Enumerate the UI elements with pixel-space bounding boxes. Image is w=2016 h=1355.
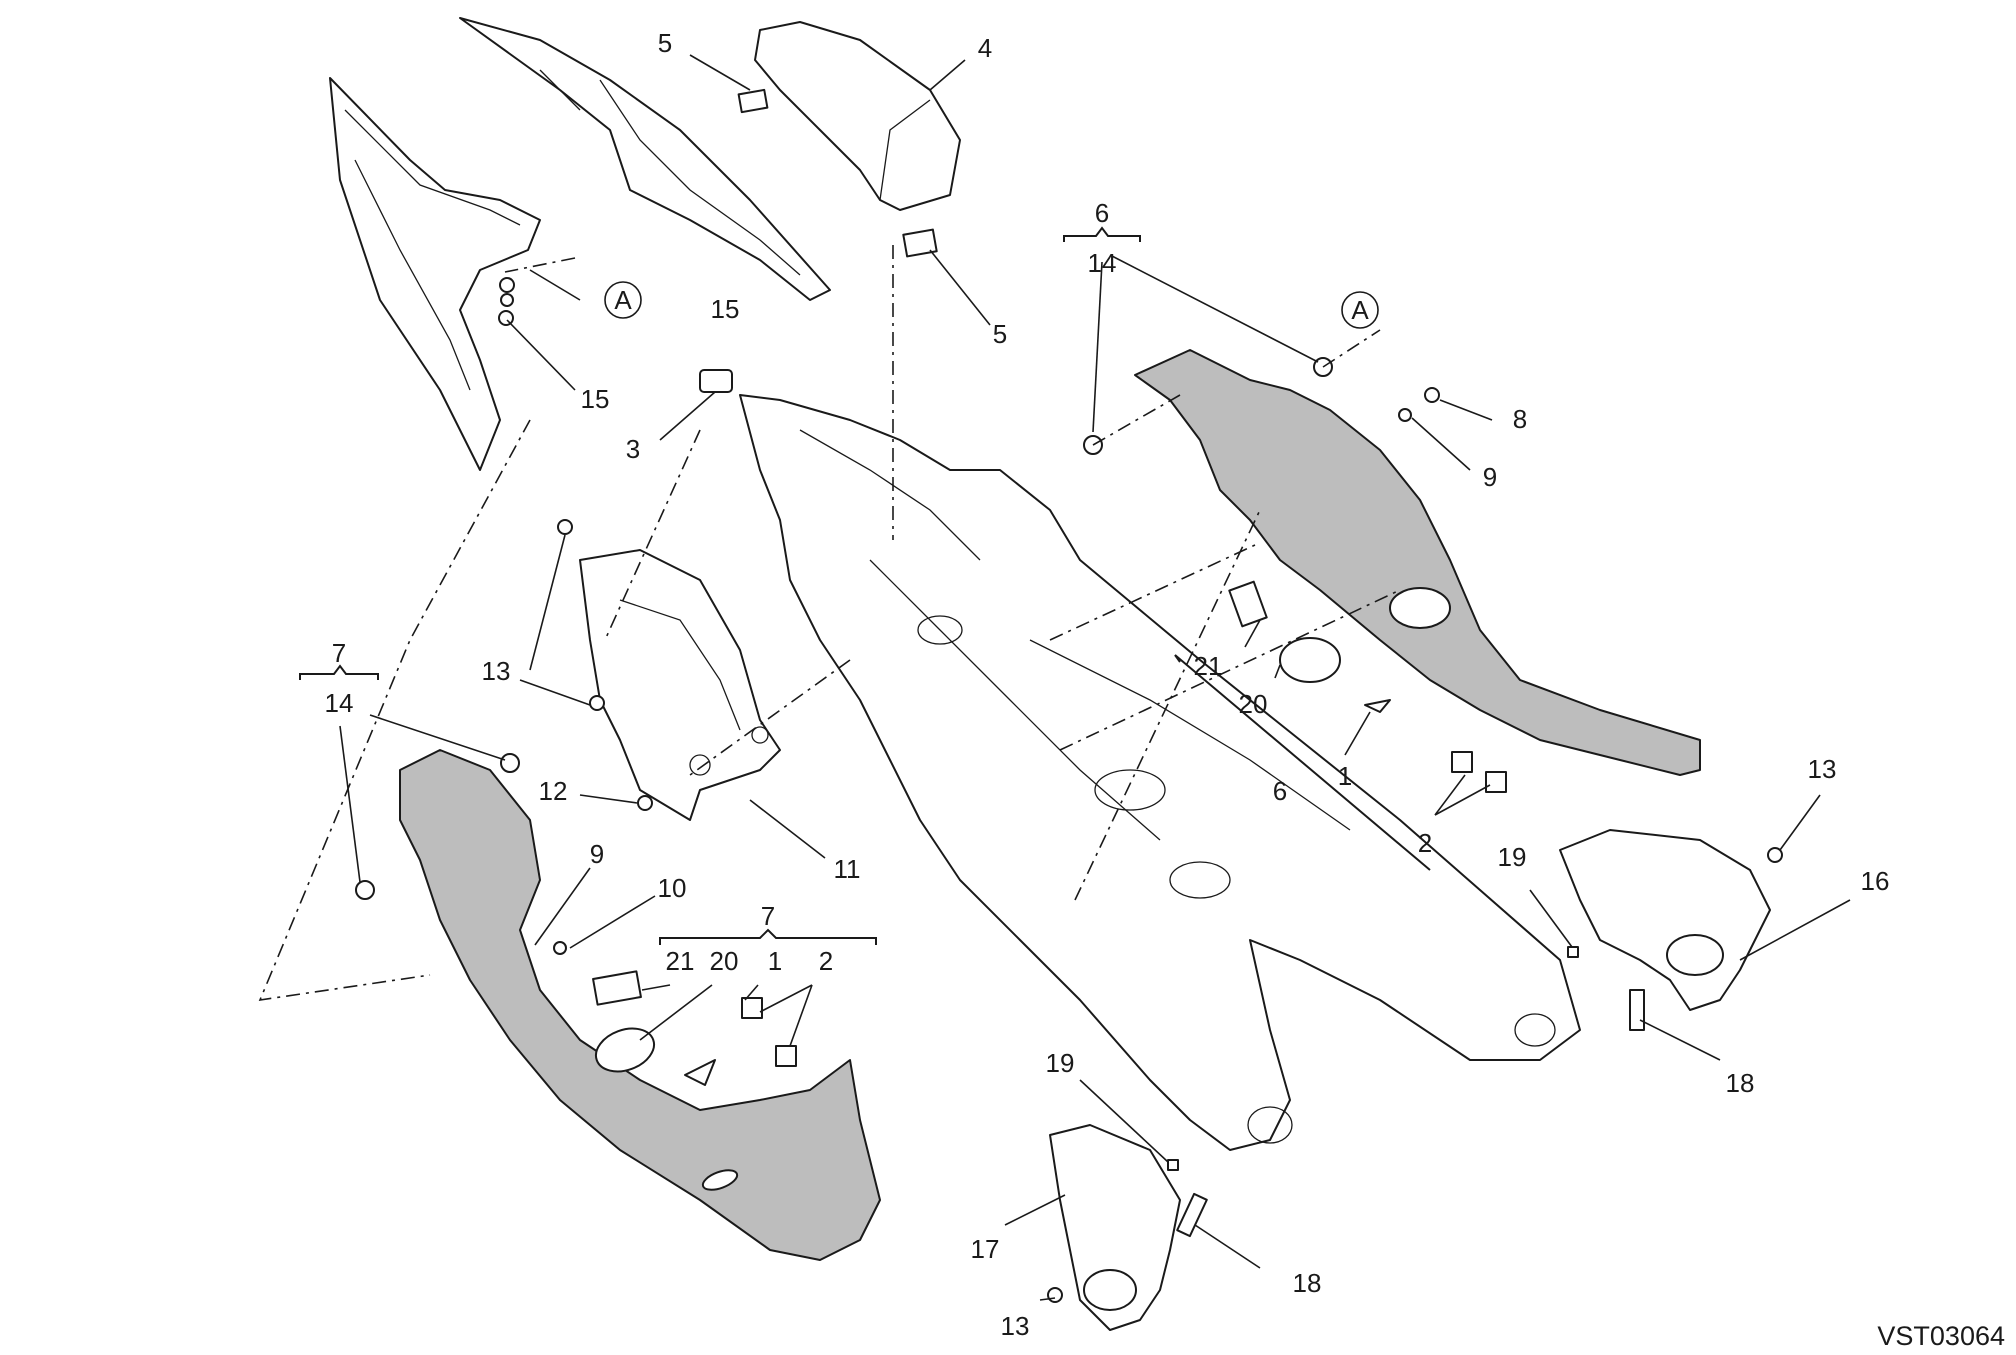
pad-5	[902, 228, 938, 258]
callout-10: 10	[658, 873, 687, 903]
left-lower-cover	[399, 749, 881, 1261]
callout-19-right: 19	[1498, 842, 1527, 872]
bracket-16	[1559, 829, 1771, 1011]
brace-7-left	[299, 664, 379, 680]
callout-14-left: 14	[325, 688, 354, 718]
callout-9-right: 9	[1483, 462, 1497, 492]
callout-18-lower: 18	[1293, 1268, 1322, 1298]
ref-a-left: A	[604, 281, 642, 319]
callout-1-right: 1	[1338, 761, 1352, 791]
callout-1-lower: 1	[768, 946, 782, 976]
callout-6-diag: 6	[1273, 776, 1287, 806]
callout-2-lower: 2	[819, 946, 833, 976]
pad-2b-left	[775, 1045, 797, 1067]
callout-21-lower: 21	[666, 946, 695, 976]
right-side-cover	[1134, 349, 1701, 776]
callout-11: 11	[834, 854, 861, 884]
leader-lines	[339, 54, 1851, 1301]
callout-2-right: 2	[1418, 828, 1432, 858]
callout-13-right: 13	[1808, 754, 1837, 784]
callout-20-right: 20	[1239, 689, 1268, 719]
brace-7-lower	[659, 928, 877, 945]
brace-6-diag-2	[1174, 654, 1181, 663]
bracket-17	[1049, 1124, 1181, 1331]
callout-7-lower: 7	[761, 901, 775, 931]
pad-2a-right	[1451, 751, 1473, 773]
inner-panel-11	[579, 549, 781, 821]
ref-a-right: A	[1341, 291, 1379, 329]
pad-18-lower	[1176, 1192, 1208, 1238]
pad-1-left	[684, 1059, 716, 1086]
pad-19-right	[1567, 946, 1579, 958]
callout-9-left: 9	[590, 839, 604, 869]
callout-5-top: 5	[658, 28, 672, 58]
drawing-code: VST03064	[1877, 1321, 2005, 1351]
pad-2b-right	[1485, 771, 1507, 793]
callout-15-top: 15	[711, 294, 740, 324]
callout-4: 4	[978, 33, 992, 63]
callout-17: 17	[971, 1234, 1000, 1264]
callout-12: 12	[539, 776, 568, 806]
callout-19-lower: 19	[1046, 1048, 1075, 1078]
callout-13-left: 13	[482, 656, 511, 686]
callout-5-lower: 5	[993, 319, 1007, 349]
callout-18-right: 18	[1726, 1068, 1755, 1098]
pad-19-lower	[1167, 1159, 1179, 1171]
subframe	[739, 394, 1581, 1151]
callout-7-left: 7	[332, 638, 346, 668]
pad-18-right	[1629, 989, 1645, 1031]
pad-1-right	[1364, 699, 1391, 713]
ring-20-right	[1279, 637, 1341, 683]
assembly-lines	[258, 245, 1401, 1001]
tail-cover-upper	[459, 17, 831, 301]
callout-3: 3	[626, 434, 640, 464]
ring-20-left	[594, 1027, 656, 1073]
brace-6-top	[1063, 226, 1141, 242]
ref-a-right-label: A	[1351, 295, 1369, 325]
pad-2a-left	[741, 997, 763, 1019]
callout-6-top: 6	[1095, 198, 1109, 228]
callout-13-lower: 13	[1001, 1311, 1030, 1341]
pad-5-upper	[737, 88, 769, 114]
callout-8: 8	[1513, 404, 1527, 434]
callout-14-top: 14	[1088, 248, 1117, 278]
callout-20-lower: 20	[710, 946, 739, 976]
sticker-21-left	[592, 970, 642, 1006]
sticker-21-right	[1228, 580, 1268, 628]
fasteners	[355, 277, 1783, 1303]
callout-16: 16	[1861, 866, 1890, 896]
seat-cowl	[754, 21, 961, 211]
ref-a-left-label: A	[614, 285, 632, 315]
brace-6-diag	[1174, 654, 1431, 871]
left-side-panel	[329, 77, 541, 471]
clip-3	[699, 369, 733, 393]
callout-15-left: 15	[581, 384, 610, 414]
callout-21-right: 21	[1194, 651, 1223, 681]
